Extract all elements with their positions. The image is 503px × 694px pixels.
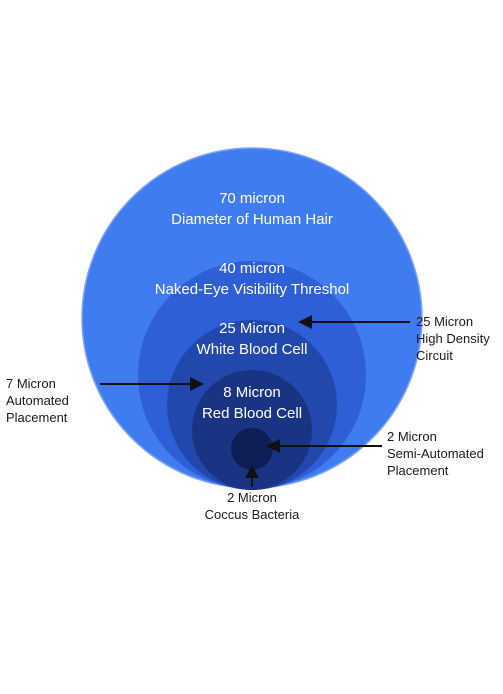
callout-25-line2: High Density: [416, 331, 490, 346]
callout-2semi-line3: Placement: [387, 463, 449, 478]
callout-7-line1: 7 Micron: [6, 376, 56, 391]
arrow-25-micron: [298, 315, 410, 329]
callout-25-line1: 25 Micron: [416, 314, 473, 329]
callout-2coccus-line2: Coccus Bacteria: [205, 507, 300, 522]
label-8-line2: Red Blood Cell: [202, 405, 302, 422]
label-40-line2: Naked-Eye Visibility Threshol: [155, 281, 350, 298]
callout-2coccus-line1: 2 Micron: [227, 490, 277, 505]
label-8-line1: 8 Micron: [223, 384, 281, 401]
callout-7-line3: Placement: [6, 410, 68, 425]
circle-2-micron: [231, 428, 273, 470]
arrow-2-micron-coccus: [245, 465, 259, 487]
label-40-line1: 40 micron: [219, 260, 285, 277]
callout-25-line3: Circuit: [416, 348, 453, 363]
callout-2semi-line1: 2 Micron: [387, 429, 437, 444]
label-70-line2: Diameter of Human Hair: [171, 211, 333, 228]
callout-2semi-line2: Semi-Automated: [387, 446, 484, 461]
label-70-line1: 70 micron: [219, 190, 285, 207]
arrow-7-micron: [100, 377, 204, 391]
label-25-line2: White Blood Cell: [197, 341, 308, 358]
label-25-line1: 25 Micron: [219, 320, 285, 337]
callout-7-line2: Automated: [6, 393, 69, 408]
arrow-2-micron-semi: [266, 439, 382, 453]
